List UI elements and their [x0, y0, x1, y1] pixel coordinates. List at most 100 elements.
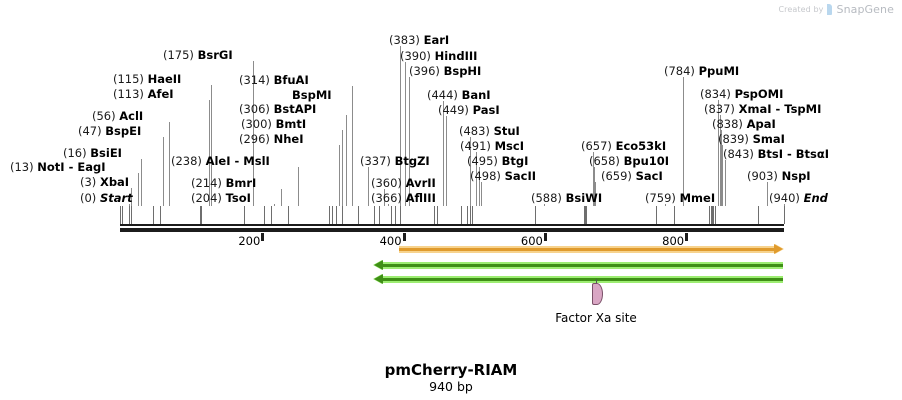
- enzyme-site-label[interactable]: (837) XmaI - TspMI: [704, 103, 821, 115]
- ruler-scale-tick: [685, 233, 689, 241]
- enzyme-site-name: EarI: [423, 33, 450, 47]
- enzyme-site-position: (657): [581, 139, 616, 153]
- enzyme-site-label[interactable]: (113) AfeI: [113, 88, 174, 100]
- enzyme-leader-line: [163, 137, 164, 206]
- enzyme-site-label[interactable]: (13) NotI - EagI: [10, 161, 106, 173]
- enzyme-site-position: (175): [163, 48, 198, 62]
- ruler-site-tick: [466, 206, 468, 224]
- ruler-site-tick: [122, 206, 124, 224]
- enzyme-site-label[interactable]: (839) SmaI: [718, 133, 785, 145]
- enzyme-leader-line: [131, 188, 132, 206]
- enzyme-site-name: AvrII: [405, 176, 436, 190]
- enzyme-site-label[interactable]: (296) NheI: [239, 133, 303, 145]
- enzyme-leader-line: [721, 130, 722, 206]
- enzyme-site-label[interactable]: (56) AclI: [92, 110, 143, 122]
- enzyme-site-label[interactable]: (657) Eco53kI: [581, 140, 666, 152]
- enzyme-leader-line: [683, 77, 684, 206]
- enzyme-leader-line: [339, 145, 340, 206]
- enzyme-site-label[interactable]: (47) BspEI: [78, 125, 141, 137]
- ruler-site-tick: [673, 206, 675, 224]
- ruler-site-tick: [390, 206, 392, 224]
- enzyme-site-label[interactable]: (588) BsiWI: [531, 192, 602, 204]
- enzyme-site-label[interactable]: (838) ApaI: [712, 118, 776, 130]
- enzyme-site-label[interactable]: (115) HaeII: [113, 73, 181, 85]
- watermark-brand: SnapGene: [836, 3, 894, 16]
- enzyme-leader-line: [209, 100, 210, 206]
- enzyme-site-name: HindIII: [434, 49, 478, 63]
- enzyme-site-label[interactable]: (360) AvrII: [371, 177, 436, 189]
- enzyme-site-name: AfeI: [147, 87, 174, 101]
- enzyme-leader-line: [298, 167, 299, 206]
- enzyme-site-label[interactable]: (843) BtsI - BtsαI: [723, 148, 829, 160]
- enzyme-site-position: (296): [239, 132, 274, 146]
- enzyme-site-label[interactable]: (300) BmtI: [241, 118, 306, 130]
- enzyme-site-label[interactable]: (759) MmeI: [645, 192, 715, 204]
- enzyme-site-name-alt: TspMI: [784, 102, 822, 116]
- ruler-scale-tick: [543, 233, 547, 241]
- enzyme-site-label[interactable]: (337) BtgZI: [360, 155, 430, 167]
- ruler-site-tick: [271, 206, 273, 224]
- enzyme-site-label[interactable]: (903) NspI: [747, 170, 811, 182]
- enzyme-leader-line: [169, 122, 170, 206]
- enzyme-site-position: (491): [460, 139, 495, 153]
- ruler-site-tick: [585, 206, 587, 224]
- enzyme-site-position: (314): [239, 73, 274, 87]
- enzyme-leader-line: [274, 204, 275, 206]
- enzyme-site-label[interactable]: (204) TsoI: [191, 192, 251, 204]
- enzyme-site-position: (449): [438, 103, 473, 117]
- factor-xa-site-marker[interactable]: [592, 283, 603, 305]
- enzyme-site-label[interactable]: (314) BfuAI: [239, 74, 309, 86]
- enzyme-site-label[interactable]: (449) PasI: [438, 104, 500, 116]
- enzyme-site-name: BstAPI: [273, 102, 317, 116]
- enzyme-site-name: BmtI: [275, 117, 307, 131]
- enzyme-site-position: (16): [63, 146, 91, 160]
- enzyme-site-label[interactable]: (491) MscI: [460, 140, 524, 152]
- enzyme-site-label[interactable]: (214) BmrI: [191, 177, 256, 189]
- enzyme-site-label[interactable]: (396) BspHI: [409, 65, 481, 77]
- enzyme-site-label[interactable]: (444) BanI: [427, 89, 491, 101]
- enzyme-leader-line: [388, 204, 389, 206]
- ruler-bar: [120, 228, 784, 232]
- enzyme-site-label[interactable]: (940) End: [769, 192, 828, 204]
- enzyme-site-label[interactable]: (390) HindIII: [400, 50, 477, 62]
- enzyme-site-name: PpuMI: [698, 64, 740, 78]
- enzyme-site-label[interactable]: (495) BtgI: [467, 155, 528, 167]
- ruler-site-tick: [433, 206, 435, 224]
- enzyme-site-label[interactable]: (498) SacII: [470, 170, 536, 182]
- enzyme-leader-line: [446, 116, 447, 206]
- enzyme-leader-line: [479, 167, 480, 206]
- enzyme-leader-line: [141, 159, 142, 206]
- enzyme-site-label[interactable]: (0) Start: [80, 192, 133, 204]
- plasmid-length: 940 bp: [429, 379, 473, 394]
- ruler-scale-label: 800: [662, 234, 685, 248]
- enzyme-leader-line: [409, 77, 410, 206]
- ruler-site-tick: [784, 206, 785, 224]
- enzyme-site-label[interactable]: (3) XbaI: [80, 176, 129, 188]
- enzyme-site-label[interactable]: BspMI: [292, 89, 332, 101]
- enzyme-site-label[interactable]: (16) BsiEI: [63, 147, 122, 159]
- enzyme-site-label[interactable]: (238) AleI - MslI: [171, 155, 270, 167]
- enzyme-site-label[interactable]: (834) PspOMI: [700, 88, 783, 100]
- enzyme-site-position: (834): [700, 87, 735, 101]
- enzyme-site-label[interactable]: (784) PpuMI: [664, 65, 739, 77]
- enzyme-leader-line: [784, 204, 785, 206]
- enzyme-site-name: AflIII: [405, 191, 436, 205]
- enzyme-site-name-alt: EagI: [77, 160, 106, 174]
- enzyme-site-label[interactable]: (175) BsrGI: [163, 49, 233, 61]
- ruler-site-tick: [331, 206, 333, 224]
- ruler-site-tick: [243, 206, 245, 224]
- enzyme-site-position: (483): [459, 124, 494, 138]
- enzyme-site-label[interactable]: (306) BstAPI: [239, 103, 316, 115]
- enzyme-site-label[interactable]: (366) AflIII: [371, 192, 436, 204]
- ruler-site-tick: [395, 206, 397, 224]
- ruler-site-tick: [201, 206, 203, 224]
- enzyme-site-position: (3): [80, 175, 100, 189]
- enzyme-site-label[interactable]: (383) EarI: [389, 34, 449, 46]
- enzyme-site-label[interactable]: (658) Bpu10I: [589, 155, 669, 167]
- enzyme-site-name: BspEI: [105, 124, 142, 138]
- enzyme-site-label[interactable]: (659) SacI: [601, 170, 663, 182]
- ruler-line: [120, 224, 784, 226]
- enzyme-site-position: (204): [191, 191, 226, 205]
- enzyme-site-label[interactable]: (483) StuI: [459, 125, 520, 137]
